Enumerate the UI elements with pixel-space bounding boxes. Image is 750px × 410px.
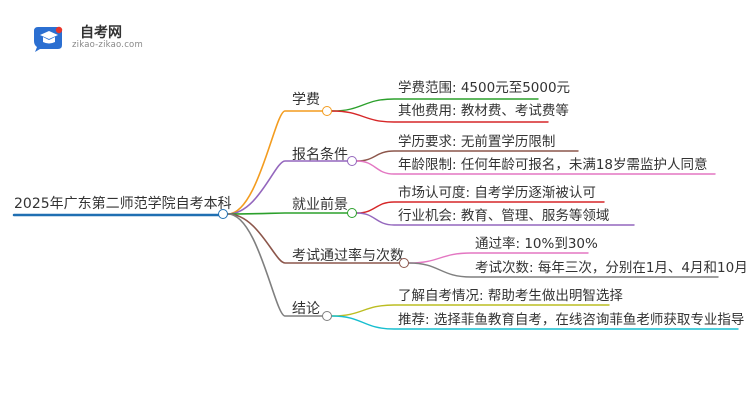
branch-link — [227, 110, 328, 215]
leaf-link — [331, 98, 539, 112]
leaf-label: 学历要求: 无前置学历限制 — [398, 134, 556, 150]
logo-name: 自考网 — [80, 25, 122, 41]
branch-link — [227, 213, 405, 264]
branch-link — [227, 213, 328, 317]
leaf-label: 考试次数: 每年三次，分别在1月、4月和10月 — [475, 260, 748, 276]
branch-label-tuition: 学费 — [292, 92, 320, 108]
leaf-link — [331, 304, 610, 317]
branch-label-employment: 就业前景 — [292, 197, 348, 213]
leaf-link — [356, 201, 605, 214]
root-node-dot[interactable] — [218, 209, 228, 219]
branch-label-requirements: 报名条件 — [292, 147, 348, 163]
leaf-label: 行业机会: 教育、管理、服务等领域 — [398, 208, 610, 224]
leaf-label: 推荐: 选择菲鱼教育自考，在线咨询菲鱼老师获取专业指导 — [398, 312, 745, 328]
branch-label-conclusion: 结论 — [292, 301, 320, 317]
leaf-label: 市场认可度: 自考学历逐渐被认可 — [398, 185, 596, 201]
branch-node-dot[interactable] — [347, 208, 357, 218]
leaf-label: 年龄限制: 任何年龄可报名，未满18岁需监护人同意 — [398, 157, 708, 173]
branch-label-pass-rate: 考试通过率与次数 — [292, 248, 404, 264]
leaf-label: 了解自考情况: 帮助考生做出明智选择 — [398, 288, 623, 304]
branch-node-dot[interactable] — [399, 258, 409, 268]
graduation-cap-icon — [34, 26, 63, 52]
site-logo[interactable]: 自考网 zikao-zikao.com — [32, 21, 143, 53]
leaf-link — [356, 160, 716, 175]
leaf-link — [356, 150, 579, 162]
branch-link — [227, 212, 353, 215]
leaf-link — [331, 315, 739, 330]
root-label: 2025年广东第二师范学院自考本科 — [14, 196, 232, 212]
leaf-label: 通过率: 10%到30% — [475, 236, 598, 252]
branch-node-dot[interactable] — [347, 156, 357, 166]
leaf-link — [356, 212, 635, 226]
leaf-link — [408, 252, 589, 264]
leaf-label: 其他费用: 教材费、考试费等 — [398, 103, 569, 119]
leaf-link — [331, 110, 549, 123]
branch-link — [227, 160, 353, 215]
logo-url: zikao-zikao.com — [72, 40, 143, 50]
leaf-link — [408, 262, 719, 278]
branch-node-dot[interactable] — [322, 106, 332, 116]
leaf-label: 学费范围: 4500元至5000元 — [398, 80, 571, 96]
branch-node-dot[interactable] — [322, 311, 332, 321]
